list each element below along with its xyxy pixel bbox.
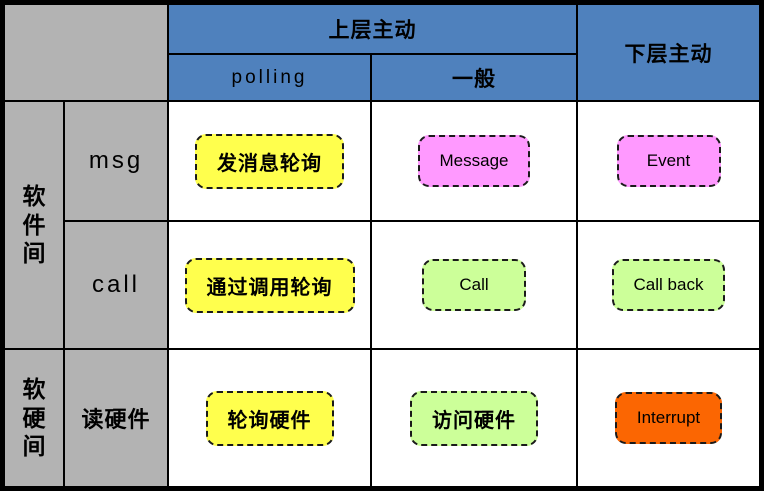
box-poll-via-call: 通过调用轮询 bbox=[184, 257, 355, 313]
box-call: Call bbox=[422, 259, 526, 311]
rowlabel-msg-text: msg bbox=[88, 147, 144, 174]
rowlabel-read-hardware: 读硬件 bbox=[65, 350, 167, 486]
rowgroup-software-label: 软 件 间 bbox=[22, 182, 46, 267]
cell-msg-lower: Event bbox=[578, 102, 759, 220]
rowlabel-call-text: call bbox=[91, 271, 140, 298]
cell-call-general: Call bbox=[372, 222, 576, 348]
cell-hw-general: 访问硬件 bbox=[372, 350, 576, 486]
rowgroup-software-hardware-label: 软 硬 间 bbox=[22, 375, 46, 460]
header-polling-label: polling bbox=[231, 66, 308, 88]
header-upper-active-label: 上层主动 bbox=[328, 19, 417, 42]
rowlabel-msg: msg bbox=[65, 102, 167, 220]
cell-msg-polling: 发消息轮询 bbox=[169, 102, 370, 220]
header-lower-active-label: 下层主动 bbox=[624, 42, 713, 66]
header-lower-active: 下层主动 bbox=[578, 5, 759, 100]
box-event: Event bbox=[616, 135, 721, 187]
box-send-message-polling: 发消息轮询 bbox=[195, 133, 344, 189]
box-call-back: Call back bbox=[611, 259, 726, 311]
cell-call-polling: 通过调用轮询 bbox=[169, 222, 370, 348]
header-upper-active: 上层主动 bbox=[169, 5, 576, 53]
rowlabel-read-hardware-text: 读硬件 bbox=[81, 407, 151, 432]
header-polling: polling bbox=[169, 55, 370, 100]
rowlabel-call: call bbox=[65, 222, 167, 348]
box-access-hardware: 访问硬件 bbox=[410, 390, 538, 446]
box-poll-hardware: 轮询硬件 bbox=[205, 390, 334, 446]
box-message: Message bbox=[417, 135, 531, 187]
cell-call-lower: Call back bbox=[578, 222, 759, 348]
rowgroup-software: 软 件 间 bbox=[5, 102, 63, 348]
cell-msg-general: Message bbox=[372, 102, 576, 220]
header-general: 一般 bbox=[372, 55, 576, 100]
cell-hw-lower: Interrupt bbox=[578, 350, 759, 486]
box-interrupt: Interrupt bbox=[614, 392, 723, 444]
header-general-label: 一般 bbox=[452, 67, 496, 91]
rowgroup-software-hardware: 软 硬 间 bbox=[5, 350, 63, 486]
cell-hw-polling: 轮询硬件 bbox=[169, 350, 370, 486]
corner-blank-cell bbox=[5, 5, 167, 100]
